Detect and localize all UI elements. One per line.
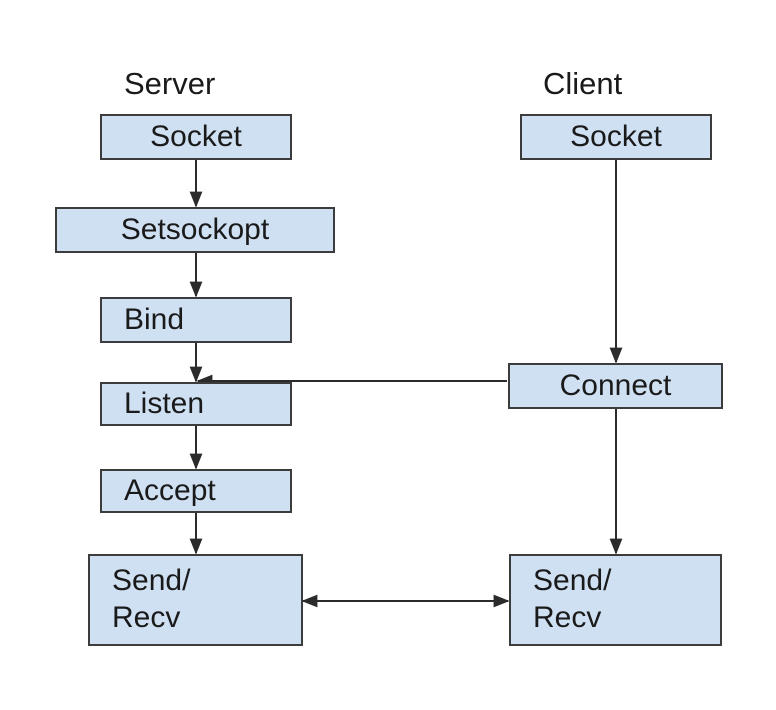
client-socket-node: Socket	[520, 114, 712, 160]
server-listen-node: Listen	[100, 382, 292, 426]
server-accept-label: Accept	[124, 474, 216, 507]
server-recv-label: Recv	[112, 601, 181, 634]
client-socket-label: Socket	[570, 120, 662, 153]
client-connect-label: Connect	[559, 369, 672, 402]
server-setsockopt-label: Setsockopt	[120, 213, 270, 246]
client-send-label: Send/	[533, 564, 612, 598]
client-send-recv-node: Send/ Recv	[509, 554, 722, 646]
server-column-title: Server	[124, 66, 216, 101]
server-bind-node: Bind	[100, 297, 292, 343]
server-accept-node: Accept	[100, 469, 292, 513]
client-connect-node: Connect	[508, 363, 723, 409]
client-recv-label: Recv	[533, 601, 602, 634]
server-bind-label: Bind	[124, 303, 185, 336]
server-listen-label: Listen	[124, 387, 205, 420]
server-setsockopt-node: Setsockopt	[55, 207, 335, 253]
client-column-title: Client	[543, 66, 623, 101]
server-send-recv-node: Send/ Recv	[88, 554, 303, 646]
server-socket-node: Socket	[100, 114, 292, 160]
server-send-label: Send/	[112, 564, 191, 598]
server-socket-label: Socket	[150, 120, 242, 153]
